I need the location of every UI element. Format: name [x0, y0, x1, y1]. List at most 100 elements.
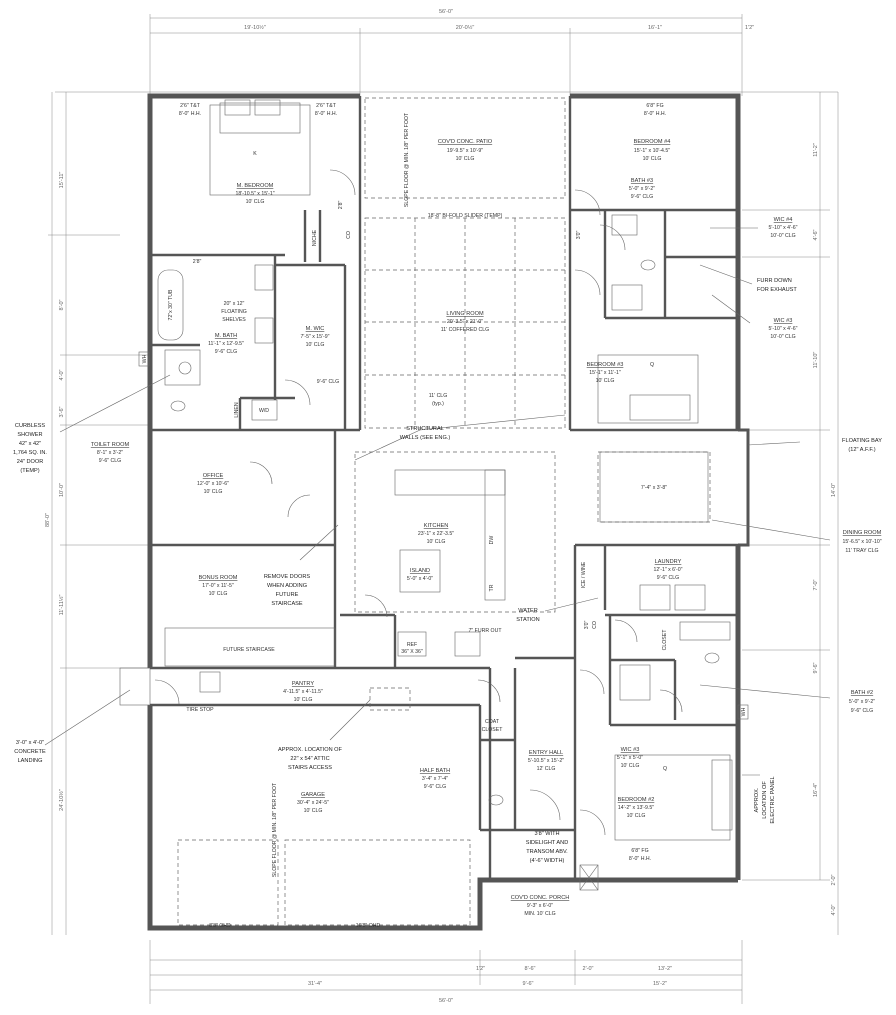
wic3a-name: WIC #3: [774, 318, 793, 324]
porch-clg: MIN. 10' CLG: [524, 911, 555, 917]
m-bath-name: M. BATH: [215, 333, 237, 339]
dim-top-c: 16'-1": [648, 25, 662, 31]
remove-line3: FUTURE: [276, 592, 299, 598]
dim-left-a: 15'-11": [59, 172, 65, 189]
living-name: LIVING ROOM: [446, 311, 484, 317]
water-line2: STATION: [516, 617, 539, 623]
bedroom3-name: BEDROOM #3: [587, 362, 624, 368]
garage-clg: 10' CLG: [304, 808, 323, 814]
fg-bed2: 6'8" FG: [631, 848, 648, 854]
kitchen-island: [399, 549, 441, 593]
dining-table-area: [599, 451, 709, 523]
structural-line1: STRUCTURAL: [406, 426, 444, 432]
toilet-name: TOILET ROOM: [91, 442, 130, 448]
bedroom4-name: BEDROOM #4: [634, 139, 671, 145]
dining-clg: 11' TRAY CLG: [845, 548, 878, 554]
office-clg: 10' CLG: [204, 489, 223, 495]
ref-label: REF: [407, 642, 417, 648]
furr-out: 7" FURR OUT: [469, 628, 503, 634]
door-swings: [154, 169, 683, 836]
room-labels: M. BEDROOM 18'-10.5" x 15'-1" 10' CLG K …: [91, 139, 882, 917]
half-bath-clg: 9'-6" CLG: [424, 784, 446, 790]
office-size: 12'-0" x 10'-6": [197, 481, 229, 487]
attic-line1: APPROX. LOCATION OF: [278, 747, 343, 753]
bifold-label: 18'-8" BI-FOLD SLIDER (TEMP): [428, 213, 503, 219]
m-wic-name: M. WIC: [306, 326, 325, 332]
dim-right-c: 11'-10": [813, 352, 819, 369]
garage-name: GARAGE: [301, 792, 325, 798]
bath2-clg: 9'-6" CLG: [851, 708, 873, 714]
m-bedroom-size: 18'-10.5" x 15'-1": [235, 191, 274, 197]
dimension-lines: [48, 14, 839, 1004]
m-wic-size: 7'-5" x 15'-9": [300, 334, 329, 340]
dim-top-d: 1'2": [745, 25, 754, 31]
dim-left-d: 3'-6": [59, 406, 65, 417]
dim-left-e: 10'-0": [59, 483, 65, 497]
king-bed-label: K: [253, 151, 257, 157]
shelves-line3: SHELVES: [222, 317, 246, 323]
laundry-clg: 9'-6" CLG: [657, 575, 679, 581]
concrete-landing: [119, 667, 151, 706]
toilet-master: [170, 400, 186, 412]
dim-right-g: 16'-4": [813, 783, 819, 797]
island-size: 5'-0" x 4'-0": [407, 576, 433, 582]
laundry-name: LAUNDRY: [655, 559, 682, 565]
slope-garage: SLOPE FLOOR @ MIN. 1/8" PER FOOT: [272, 782, 278, 877]
dim-left-c: 4'-0": [59, 369, 65, 380]
bedroom4-size: 15'-1" x 10'-4.5": [634, 148, 670, 154]
wh-left: WH: [142, 354, 148, 363]
curbless-shower: [164, 349, 201, 386]
exterior-walls: [119, 93, 750, 931]
queen2-label: Q: [663, 766, 667, 772]
living-size: 20'-3.5" x 21'-0": [447, 319, 483, 325]
door-mbed: 2'8": [338, 201, 344, 210]
office-name: OFFICE: [203, 473, 224, 479]
niche-label: NICHE: [312, 229, 318, 246]
panel-line2: LOCATION OF: [762, 781, 768, 819]
door-mbath: 2'8": [193, 259, 202, 265]
landing-line3: LANDING: [18, 758, 43, 764]
shower-line4: 1,764 SQ. IN.: [13, 450, 47, 456]
bath2-name: BATH #2: [851, 690, 873, 696]
queen3-label: Q: [650, 362, 654, 368]
shower-line2: SHOWER: [17, 432, 42, 438]
living-typ: (typ.): [432, 401, 444, 407]
shower-line5: 24" DOOR: [17, 459, 44, 465]
coat-line2: CLOSET: [482, 727, 504, 733]
frontdoor-line3: TRANSOM ABV.: [526, 849, 568, 855]
half-bath-size: 3'-4" x 7'-4": [422, 776, 448, 782]
bedroom4-clg: 10' CLG: [643, 156, 662, 162]
panel-line1: APPROX.: [754, 787, 760, 812]
living-clg: 11' COFFERED CLG: [441, 327, 489, 333]
pantry-size: 4'-11.5" x 4'-11.5": [283, 689, 323, 695]
wd-label: W/D: [259, 408, 269, 414]
closet-label: CLOSET: [662, 629, 668, 651]
dim-right-i: 4'-0": [831, 904, 837, 915]
bay-line1: FLOATING BAY: [842, 438, 882, 444]
bonus-name: BONUS ROOM: [199, 575, 238, 581]
bath2-size: 5'-0" x 9'-2": [849, 699, 875, 705]
tub-label: 72"x 30" TUB: [168, 289, 174, 321]
frontdoor-line1: 3'8" WITH: [534, 831, 559, 837]
toilet-half-bath: [488, 794, 504, 806]
dim-top-b: 20'-0½": [456, 24, 475, 31]
kitchen-clg: 10' CLG: [427, 539, 446, 545]
interior-walls: [150, 96, 738, 880]
m-bath-size: 11'-1" x 12'-9.5": [208, 341, 244, 347]
dimension-text: 56'-0" 19'-10½" 20'-0½" 16'-1" 1'2" 56'-…: [45, 9, 837, 1004]
patio-name: COV'D CONC. PATIO: [438, 139, 493, 145]
hh-mbed-left: 8'-0" H.H.: [179, 111, 201, 117]
dim-bottom-a: 31'-4": [308, 981, 322, 987]
dining-table-size: 7'-4" x 3'-8": [641, 485, 667, 491]
wic3a-size: 5'-10" x 4'-6": [768, 326, 797, 332]
pantry-name: PANTRY: [292, 681, 314, 687]
attic-line3: STAIRS ACCESS: [288, 765, 332, 771]
tr-label: TR: [489, 584, 495, 591]
porch-name: COV'D CONC. PORCH: [511, 895, 570, 901]
dim-bottom-b: 9'-6": [523, 981, 534, 987]
dim-right-a: 11'-2": [813, 143, 819, 157]
bedroom3-size: 15'-1" x 11'-1": [589, 370, 621, 376]
toilet-size: 8'-1" x 3'-2": [97, 450, 123, 456]
kitchen-size: 23'-1" x 22'-3.5": [418, 531, 454, 537]
